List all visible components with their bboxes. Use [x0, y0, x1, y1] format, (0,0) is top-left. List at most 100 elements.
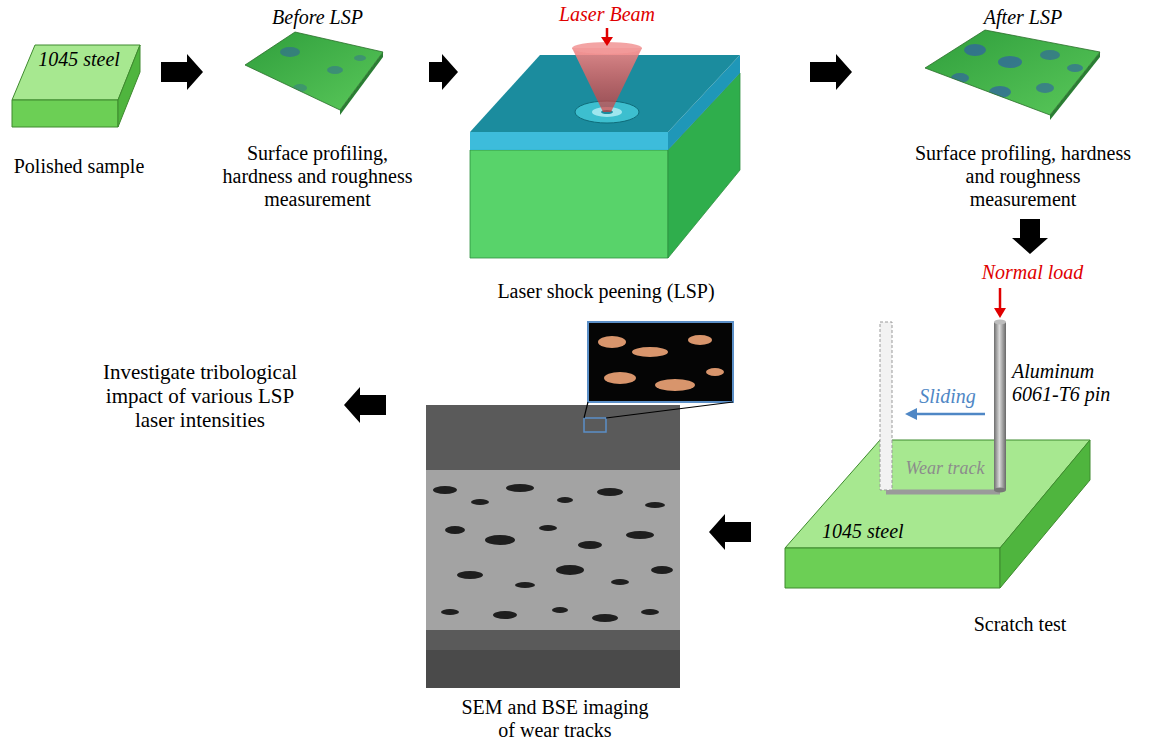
surface-pit [1040, 50, 1060, 60]
bse-inset [588, 322, 733, 402]
sem-micrograph [557, 497, 573, 503]
sem-micrograph [626, 531, 654, 539]
sem-micrograph [584, 418, 606, 432]
steel-block [118, 45, 140, 127]
lsp-setup [572, 48, 642, 112]
aluminum-pin [994, 320, 1006, 325]
sem-micrograph [426, 405, 680, 688]
steel-block [12, 100, 118, 127]
surface-map [245, 32, 383, 115]
sample-block: 1045 steelPolished sample [4, 40, 154, 185]
surface-pit [280, 47, 300, 57]
scratch-test-setup: 1045 steelScratch test [770, 258, 1140, 646]
sem-micrograph [597, 488, 623, 496]
pin-ghost [880, 322, 892, 490]
zoom-lines [584, 402, 733, 418]
aluminum-pin [994, 322, 1006, 490]
load-arrow [994, 308, 1006, 318]
surface-pit [964, 44, 986, 56]
step-caption: Surface profiling, hardness and roughnes… [210, 142, 425, 211]
flow-arrow [810, 54, 852, 90]
material-label: 1045 steel [822, 520, 917, 543]
sem-micrograph [539, 525, 557, 531]
surface-map [925, 30, 1100, 115]
bse-inset [588, 322, 733, 402]
sliding-arrow [905, 408, 917, 420]
lsp-setup [601, 37, 613, 46]
surface-pit [1067, 64, 1083, 72]
scratch-block [785, 548, 1000, 588]
sem-micrograph [471, 499, 489, 505]
sliding-arrow [905, 408, 985, 420]
bse-inset [604, 372, 636, 384]
lsp-setup [470, 28, 740, 258]
sem-micrograph [433, 486, 457, 494]
flow-arrow [429, 54, 458, 90]
sem-image: SEM and BSE imaging of wear tracks [420, 400, 690, 748]
load-arrow [994, 288, 1006, 318]
bse-inset [655, 379, 695, 391]
bse-inset [688, 335, 712, 345]
aluminum-pin [994, 320, 1006, 493]
bse-inset [632, 347, 668, 357]
bse-inset [706, 368, 724, 376]
sem-micrograph [426, 405, 680, 688]
sem-micrograph [578, 541, 602, 549]
surface-map [925, 30, 1100, 120]
sem-micrograph [426, 470, 680, 630]
sem-micrograph [485, 535, 515, 545]
surface-map [925, 30, 1100, 115]
map-title: After LSP [912, 6, 1134, 29]
surface-map [245, 32, 383, 110]
flow-arrow [1012, 219, 1048, 254]
beam-label: Laser Beam [547, 3, 667, 26]
surface-map [245, 32, 383, 110]
flow-arrow [709, 514, 751, 550]
step-caption: Scratch test [950, 613, 1090, 636]
flow-arrow [344, 387, 386, 423]
scratch-block [1000, 440, 1090, 588]
sem-micrograph [611, 579, 629, 585]
sem-micrograph [457, 571, 483, 579]
track-label: Wear track [900, 458, 990, 479]
sem-micrograph [426, 650, 680, 688]
lsp-setup [470, 150, 668, 258]
lsp-setup [470, 132, 668, 150]
sliding-arrow [915, 413, 985, 416]
surface-pit [998, 56, 1022, 68]
conclusion-text: Investigate tribological impact of vario… [90, 360, 310, 445]
map-title: Before LSP [210, 6, 425, 29]
material-label: 1045 steel [4, 48, 154, 71]
pin-ghost [880, 322, 892, 490]
step-caption: Surface profiling, hardness and roughnes… [912, 142, 1134, 211]
scratch-block [886, 490, 1000, 495]
zoom-lines [584, 402, 588, 418]
sem-micrograph [592, 614, 618, 622]
surface-pit [327, 66, 343, 74]
surface-pit [951, 44, 1083, 98]
load-arrow [999, 288, 1002, 310]
flow-arrow [161, 54, 203, 90]
lsp-setup [606, 28, 609, 38]
sem-micrograph [556, 565, 584, 575]
surface-map-before: Before LSP Surface profiling, hardness an… [210, 6, 425, 215]
sem-micrograph [651, 566, 673, 574]
sem-micrograph [645, 502, 665, 508]
surface-pit [354, 55, 366, 61]
sem-micrograph [441, 609, 459, 615]
sem-micrograph [552, 607, 568, 613]
sliding-label: Sliding [905, 385, 990, 408]
sem-micrograph [445, 526, 465, 534]
surface-pit [280, 47, 366, 92]
step-caption: Laser shock peening (LSP) [462, 280, 750, 303]
sem-micrograph [493, 611, 517, 619]
pin-label: Aluminum 6061-T6 pin [1012, 360, 1137, 406]
sem-micrograph [506, 484, 534, 492]
surface-pit [1036, 83, 1054, 93]
load-label: Normal load [975, 261, 1090, 284]
aluminum-pin [994, 488, 1006, 493]
lsp-illustration: Laser shock peening (LSP) [462, 2, 750, 310]
surface-map-after: After LSP Surface profiling, hardness and… [912, 6, 1134, 215]
zoom-lines [606, 402, 733, 418]
bse-inset [598, 336, 626, 348]
